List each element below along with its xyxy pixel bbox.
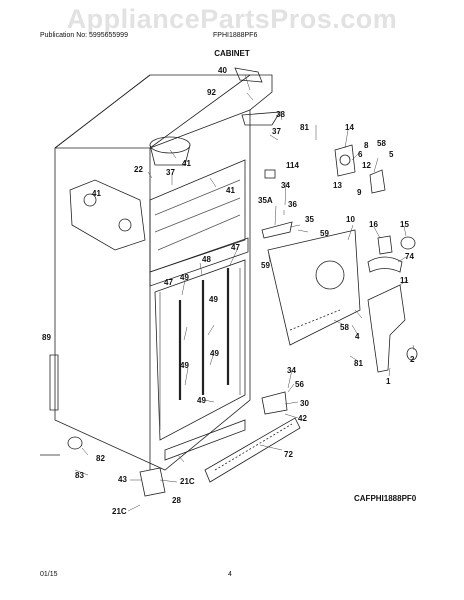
air-duct: [367, 284, 406, 373]
callout-41-top: 41: [182, 159, 191, 168]
callout-14: 14: [345, 123, 354, 132]
callout-40: 40: [218, 66, 227, 75]
callout-2: 2: [410, 355, 415, 364]
callout-81: 81: [300, 123, 309, 132]
light-cover: [367, 256, 403, 273]
callout-35: 35: [305, 215, 314, 224]
callout-34-lower: 34: [287, 366, 296, 375]
watermark: AppliancePartsPros.com: [66, 4, 398, 34]
callout-16: 16: [369, 220, 378, 229]
roller: [67, 436, 83, 450]
callout-56: 56: [295, 380, 304, 389]
diagram-title: CABINET: [214, 49, 250, 58]
callout-82: 82: [96, 454, 105, 463]
left-light-assembly: [69, 179, 146, 251]
callout-41-left: 41: [92, 189, 101, 198]
callout-21C-lower: 21C: [112, 507, 127, 516]
hinge-cover: [234, 67, 263, 83]
bottom-opening: [164, 419, 246, 461]
callout-49-a: 49: [180, 273, 189, 282]
fresh-food-compartment: [154, 259, 246, 441]
freezer-shelf: [154, 179, 241, 251]
cabinet-top-face: [54, 74, 251, 149]
bottom-hinge: [261, 391, 288, 415]
callout-72: 72: [284, 450, 293, 459]
callout-49-b: 49: [209, 295, 218, 304]
callout-21C-upper: 21C: [180, 477, 195, 486]
callout-37: 37: [272, 127, 281, 136]
callout-74: 74: [405, 252, 414, 261]
diagram-code: CAFPHI1888PF0: [354, 494, 417, 503]
damper-control: [369, 169, 386, 194]
callout-36: 36: [288, 200, 297, 209]
footer-page-number: 4: [228, 571, 232, 578]
callout-34-upper: 34: [281, 181, 290, 190]
cabinet-shell: [54, 74, 273, 471]
light-housing: [149, 136, 191, 154]
freezer-compartment: [149, 159, 246, 273]
callout-5: 5: [389, 150, 394, 159]
callout-49-d: 49: [210, 349, 219, 358]
rear-liner: [159, 268, 241, 430]
callout-9: 9: [357, 188, 362, 197]
cabinet-front-edge: [55, 109, 251, 470]
callout-6: 6: [358, 150, 363, 159]
top-hinge: [241, 111, 281, 126]
side-panel: [49, 354, 59, 411]
callout-4: 4: [355, 332, 360, 341]
publication-number: Publication No: 5995655999: [40, 32, 128, 39]
callout-22: 22: [134, 165, 143, 174]
light-socket: [377, 235, 393, 255]
callout-13: 13: [333, 181, 342, 190]
callout-47-right: 47: [231, 243, 240, 252]
callout-28: 28: [172, 496, 181, 505]
footer-date: 01/15: [40, 571, 58, 578]
callout-30: 30: [300, 399, 309, 408]
callout-81-lower: 81: [354, 359, 363, 368]
callout-49-c: 49: [180, 361, 189, 370]
callout-12: 12: [362, 161, 371, 170]
callout-59-right: 59: [320, 229, 329, 238]
callout-114: 114: [286, 161, 299, 170]
model-number: FPHI1888PF6: [213, 32, 258, 39]
plug: [406, 347, 418, 361]
callout-58-lower: 58: [340, 323, 349, 332]
cabinet-divider: [149, 237, 249, 287]
callout-35A: 35A: [258, 196, 273, 205]
callout-8: 8: [364, 141, 369, 150]
callout-41-right: 41: [226, 186, 235, 195]
callout-15: 15: [400, 220, 409, 229]
compressor-relay: [139, 467, 166, 497]
light-bulb: [400, 236, 416, 250]
callout-89: 89: [42, 333, 51, 342]
callout-48: 48: [202, 255, 211, 264]
callout-49-e: 49: [197, 396, 206, 405]
thermostat: [334, 144, 356, 177]
kickplate: [204, 417, 301, 483]
callout-42: 42: [298, 414, 307, 423]
callout-47-left: 47: [164, 278, 173, 287]
callout-38: 38: [276, 110, 285, 119]
leader-lines: [74, 74, 415, 512]
callout-1: 1: [386, 377, 391, 386]
switch: [264, 169, 276, 179]
callout-10: 10: [346, 215, 355, 224]
callout-59-left: 59: [261, 261, 270, 270]
callout-43: 43: [118, 475, 127, 484]
callout-58: 58: [377, 139, 386, 148]
callout-11: 11: [400, 276, 409, 285]
evaporator-cover: [267, 229, 361, 346]
callout-83: 83: [75, 471, 84, 480]
center-hinge: [261, 221, 293, 239]
callout-37-freezer: 37: [166, 168, 175, 177]
callout-92: 92: [207, 88, 216, 97]
